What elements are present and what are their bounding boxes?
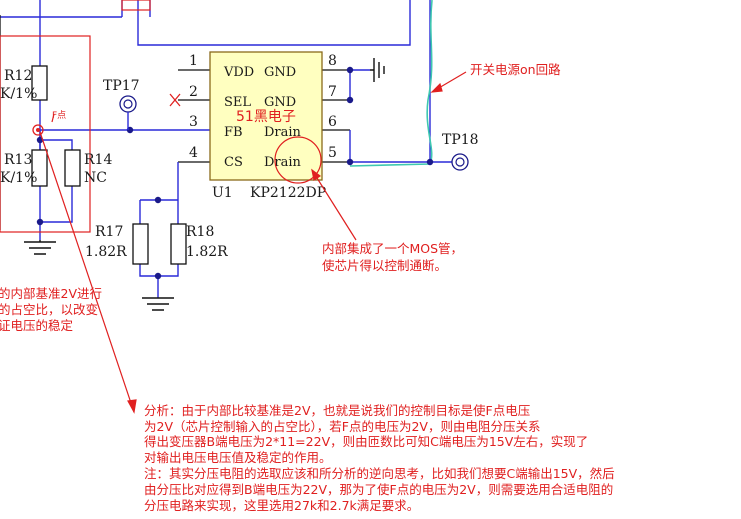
pin-numbers: 1 2 3 4 8 7 6 5	[189, 53, 337, 161]
resistor-r12	[31, 65, 48, 101]
r17-value: 1.82R	[85, 244, 127, 260]
chip-u1: VDD SEL FB CS GND GND Drain Drain 51黑电子 …	[209, 51, 326, 201]
f-point-label: F点	[52, 110, 66, 121]
tp17-label: TP17	[103, 78, 140, 94]
annotation-arrows	[39, 71, 467, 414]
pin-gnd7-name: GND	[264, 95, 296, 110]
pin-sel-name: SEL	[224, 95, 251, 110]
r12-ref: R12	[4, 68, 32, 84]
analysis-line-7: 分压电路来实现，这里选用27k和2.7k满足要求。	[144, 498, 419, 513]
analysis-note: 分析：由于内部比较基准是2V，也就是说我们的控制目标是使F点电压 为2V（芯片控…	[144, 403, 615, 513]
ground-symbol-cs	[142, 297, 174, 311]
pin-fb-name: FB	[224, 125, 243, 140]
left-note-line-1: 的内部基准2V进行	[0, 286, 102, 301]
pin-vdd-name: VDD	[223, 65, 254, 80]
top-red-marker	[121, 0, 151, 11]
r14-ref: R14	[84, 152, 112, 168]
mos-note-line-2: 使芯片得以控制通断。	[322, 258, 447, 273]
f-point-dot	[36, 128, 40, 132]
chip-ref: U1	[212, 185, 233, 201]
pin-num-3: 3	[189, 114, 198, 130]
r12-value: K/1%	[0, 86, 37, 102]
analysis-line-5: 注：其实分压电阻的选取应该和所分析的逆向思考，比如我们想要C端输出15V，然后	[144, 466, 615, 481]
pin-num-8: 8	[328, 53, 337, 69]
r14-value: NC	[84, 170, 107, 186]
pin-num-6: 6	[328, 114, 337, 130]
pin-gnd8-name: GND	[264, 65, 296, 80]
resistor-r13	[31, 149, 48, 187]
switch-loop-trace	[349, 0, 433, 167]
ground-symbol-pin8	[370, 58, 385, 82]
watermark-text: 51黑电子	[236, 109, 296, 125]
chip-body	[209, 51, 323, 181]
drain-highlight-circle	[274, 136, 322, 184]
pin-num-4: 4	[189, 145, 198, 161]
analysis-line-4: 对输出电压电压值及稳定的作用。	[144, 450, 332, 465]
pin-num-2: 2	[189, 84, 198, 100]
pin-num-1: 1	[189, 53, 198, 69]
analysis-line-2: 为2V（芯片控制输入的占空比），若F点的电压为2V，则由电阻分压关系	[144, 419, 540, 434]
resistor-r18	[170, 223, 187, 265]
tp18-label: TP18	[442, 132, 479, 148]
left-note-line-2: 的占空比，以改变	[0, 302, 98, 317]
resistor-r14	[64, 149, 81, 187]
pin-cs-name: CS	[224, 155, 243, 170]
ground-symbol-left	[24, 240, 56, 255]
f-point-circle	[32, 124, 44, 136]
pin-num-5: 5	[328, 145, 337, 161]
analysis-line-6: 由分压比对应得到B端电压为22V，那为了使F点的电压为2V，则需要选用合适电阻的	[144, 482, 613, 497]
r13-value: K/1%	[0, 170, 37, 186]
r18-value: 1.82R	[186, 244, 228, 260]
wires	[0, 0, 452, 298]
divider-highlight-box	[0, 35, 91, 233]
pin-num-7: 7	[328, 84, 337, 100]
chip-part: KP2122DP	[250, 185, 326, 201]
r17-ref: R17	[95, 224, 123, 240]
no-connect-marker	[169, 93, 181, 107]
left-note-line-3: 证电压的稳定	[0, 318, 73, 333]
r13-ref: R13	[4, 152, 32, 168]
r18-ref: R18	[186, 224, 214, 240]
pin-drain6-name: Drain	[264, 125, 302, 140]
test-point-tp17	[119, 95, 137, 130]
mos-note-line-1: 内部集成了一个MOS管，	[322, 241, 463, 256]
test-point-tp18	[451, 153, 469, 171]
pin-drain5-name: Drain	[264, 155, 302, 170]
analysis-line-3: 得出变压器B端电压为2*11=22V，则由匝数比可知C端电压为15V左右，实现了	[144, 434, 588, 449]
junction-dots	[36, 66, 434, 280]
switch-loop-note: 开关电源on回路	[470, 62, 561, 77]
resistor-r17	[132, 223, 149, 265]
analysis-line-1: 分析：由于内部比较基准是2V，也就是说我们的控制目标是使F点电压	[144, 403, 530, 418]
